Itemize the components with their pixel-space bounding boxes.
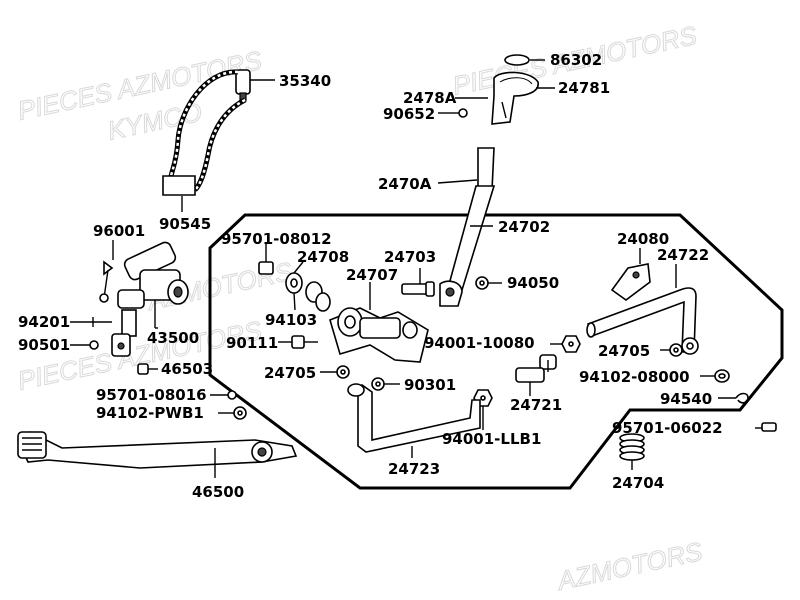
part-label: 86302 [550,51,602,69]
part-label: 95701-06022 [612,419,723,437]
part-label: 96001 [93,222,145,240]
master-cylinder-43500 [111,241,189,357]
washer-24705-left [336,365,350,379]
part-label: 2478A [403,89,457,107]
washer-94102-08000 [714,369,730,383]
part-label: 2470A [378,175,432,193]
link-rod-24723 [347,383,481,453]
part-label: 94540 [660,390,712,408]
part-label: 24702 [498,218,550,236]
emblem-86302 [504,54,530,66]
hose-clip-96001 [99,244,114,303]
rod-24722 [586,287,699,355]
brake-pedal-46500 [16,431,298,478]
nut-94050 [475,276,489,290]
tie-rod-end-24721 [515,354,557,383]
nut-90301 [371,377,385,391]
part-label: 94050 [507,274,559,292]
part-label: 46503 [161,360,213,378]
part-label: 24721 [510,396,562,414]
part-label: 24707 [346,266,398,284]
screw-95701-06022 [761,422,777,432]
bolt-46503 [137,363,158,375]
wire-harness-90545 [162,69,247,210]
washer-94102-PWB1 [233,406,247,420]
part-label: 94103 [265,311,317,329]
part-label: 90652 [383,105,435,123]
part-label: 95701-08012 [221,230,332,248]
pin-90652 [452,108,468,118]
shift-shaft-24707 [329,307,429,363]
part-label: 24723 [388,460,440,478]
part-label: 43500 [147,329,199,347]
assembly-boundary [208,213,784,490]
part-label: 24722 [657,246,709,264]
bolt-90111 [291,335,318,349]
part-label: 90545 [159,215,211,233]
spring-24704 [619,433,645,461]
watermark-text: AZMOTORS [553,536,705,596]
part-label: 90111 [226,334,278,352]
part-label: 94102-08000 [579,368,690,386]
clip-94540 [735,392,749,404]
bracket-24080 [610,263,651,301]
part-label: 24705 [264,364,316,382]
part-label: 46500 [192,483,244,501]
bolt-24703 [401,281,435,297]
pin-94201 [92,317,112,327]
bolt-95701-08016 [227,390,237,400]
washer-24705-right [669,343,683,357]
gear-lever-2470A [439,147,496,307]
shift-knob-24781 [491,71,539,125]
part-label: 94001-10080 [424,334,535,352]
part-label: 94201 [18,313,70,331]
part-label: 90301 [404,376,456,394]
leader-lines [70,59,762,470]
part-label: 94001-LLB1 [442,430,541,448]
washer-90501 [89,340,99,350]
part-label: 90501 [18,336,70,354]
part-label: 24705 [598,342,650,360]
bolt-95701-08012 [258,248,274,275]
switch-35340 [235,69,275,102]
part-label: 95701-08016 [96,386,207,404]
part-label: 24781 [558,79,610,97]
part-label: 94102-PWB1 [96,404,204,422]
part-label: 35340 [279,72,331,90]
oring-24708 [305,281,331,312]
nut-94001-10080 [561,335,581,353]
washer-94103 [285,272,303,294]
part-labels: 35340 90545 96001 94201 90501 43500 4650… [18,51,723,501]
part-label: 24080 [617,230,669,248]
part-label: 24703 [384,248,436,266]
part-label: 24704 [612,474,664,492]
part-label: 24708 [297,248,349,266]
